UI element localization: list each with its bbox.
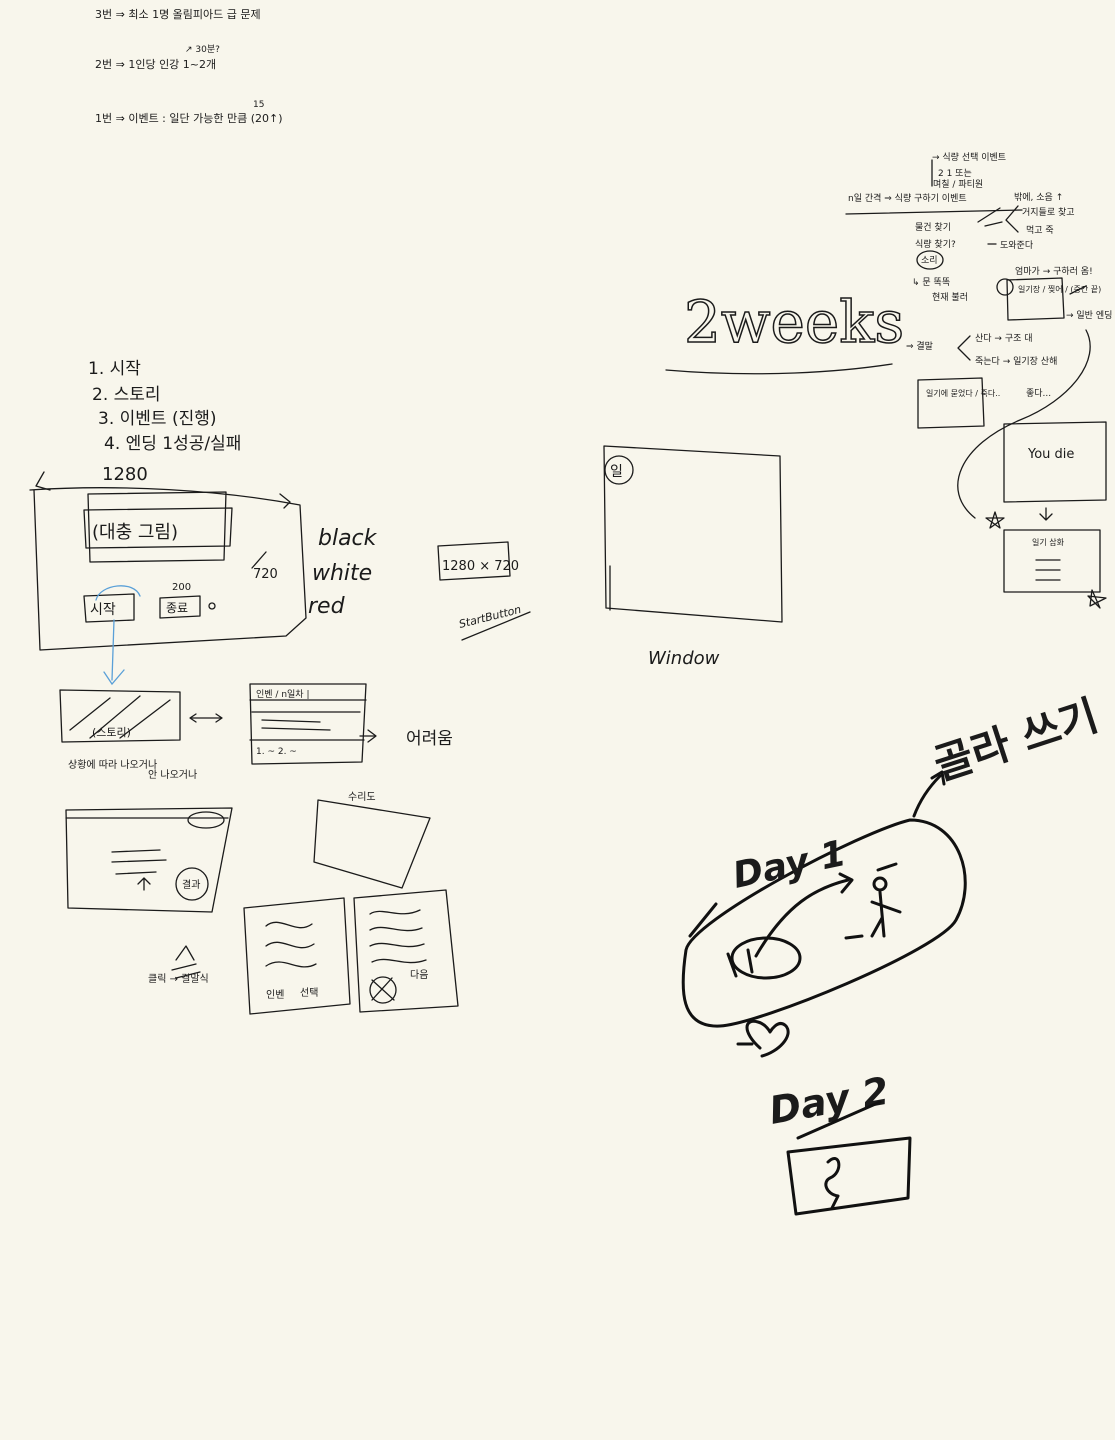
hard-note: 어려움 <box>406 729 453 749</box>
flow-r2: 2 1 또는 <box>938 168 972 179</box>
book-button-2: 선택 <box>300 987 318 999</box>
flow-b4: 도와준다 <box>1000 239 1034 251</box>
book-button-3: 다음 <box>410 969 428 981</box>
ui-tabs: 인벤 / n일차 | <box>256 688 309 700</box>
flow-c1: 엄마가 → 구하러 옴! <box>1015 265 1093 277</box>
flow-r4: n일 간격 ⇒ 식량 구하기 이벤트 <box>848 192 967 204</box>
start-button-label: 시작 <box>90 602 116 618</box>
top-notes: 3번 ⇒ 최소 1명 올림피아드 급 문제 ↗ 30분? 2번 ⇒ 1인당 인강… <box>95 8 283 125</box>
note-line-1: 3번 ⇒ 최소 1명 올림피아드 급 문제 <box>95 8 261 21</box>
end-note: 200 <box>172 582 191 593</box>
flow-b2: 거지들로 찾고 <box>1022 207 1075 218</box>
height-note: 720 <box>253 567 278 582</box>
flow-e1: 일기에 묻었다 / 죽다.. <box>926 388 1000 398</box>
result-note: 결과 <box>182 879 200 891</box>
flow-you-die: You die <box>1027 447 1074 462</box>
ui-numbers: 1. ~ 2. ~ <box>256 747 297 757</box>
window-label: Window <box>648 648 720 669</box>
two-weeks-label: 2weeks <box>684 288 904 356</box>
flow-r5: 물건 찾기 <box>915 222 951 233</box>
flow-r9: 현재 불러 <box>932 292 968 303</box>
width-note: 1280 <box>102 464 148 485</box>
flow-c3: → 일반 엔딩 <box>1066 310 1112 321</box>
outline-item-3: 3. 이벤트 (진행) <box>98 409 217 429</box>
nav-note: 클릭 → 결말식 <box>148 973 209 985</box>
day1-label: Day 1 <box>729 833 849 897</box>
outline-list: 1. 시작 2. 스토리 3. 이벤트 (진행) 4. 엔딩 1성공/실패 12… <box>88 359 241 485</box>
color-white: white <box>312 561 372 586</box>
outline-item-4: 4. 엔딩 1성공/실패 <box>104 434 241 454</box>
go-out-label: 골라 쓰기 <box>928 691 1104 790</box>
flow-gallery: 일기 삽화 <box>1032 538 1065 547</box>
story-label: (스토리) <box>92 726 131 739</box>
note-line-2: 2번 ⇒ 1인당 인강 1~2개 <box>95 58 216 71</box>
outline-item-1: 1. 시작 <box>88 359 141 379</box>
menu-note: 수리도 <box>348 791 376 803</box>
screen-title-label: (대충 그림) <box>92 522 178 543</box>
day-sketches: 결말 Day 1 골라 쓰기 Day 2 <box>681 691 1104 1216</box>
flow-r8: ↳ 문 똑똑 <box>912 277 950 288</box>
note-line-3-above: 15 <box>253 100 264 110</box>
flow-b3: 먹고 죽 <box>1026 225 1054 236</box>
timeline-label: 2weeks <box>665 287 905 375</box>
flow-r3: 며칠 / 파티원 <box>933 179 983 190</box>
story-caption-2: 안 나오거나 <box>148 769 197 781</box>
resolution-label: 1280 × 720 <box>442 559 519 574</box>
flow-e2: 좋다... <box>1026 388 1051 399</box>
color-black: black <box>318 526 378 551</box>
start-button-note: StartButton <box>458 603 523 631</box>
note-line-2-above: ↗ 30분? <box>185 44 220 55</box>
title-screen-sketch: (대충 그림) 720 시작 200 종료 black white red <box>29 471 378 686</box>
flow-d3: 죽는다 → 일기장 산해 <box>975 356 1057 367</box>
event-flow: → 식량 선택 이벤트 2 1 또는 며칠 / 파티원 n일 간격 ⇒ 식량 구… <box>845 151 1112 609</box>
outline-item-2: 2. 스토리 <box>92 385 161 405</box>
flow-d2: 산다 → 구조 대 <box>975 333 1033 344</box>
window-sketch: 일 Window <box>603 445 783 669</box>
flow-d1: ⇒ 결말 <box>906 340 933 352</box>
flow-r7: 소리 <box>921 255 938 266</box>
resolution-notes: 1280 × 720 StartButton <box>437 541 531 641</box>
window-badge: 일 <box>610 464 623 480</box>
flow-c2: 일기장 / 찢어 / (중간 끝) <box>1018 284 1101 294</box>
note-line-3: 1번 ⇒ 이벤트 : 일단 가능한 만큼 (20↑) <box>95 111 283 125</box>
book-button-1: 인벤 <box>266 989 284 1001</box>
flow-r1: → 식량 선택 이벤트 <box>932 151 1006 163</box>
story-sketches: (스토리) 상황에 따라 나오거나 안 나오거나 인벤 / n일차 | 1. ~… <box>59 683 459 1015</box>
color-red: red <box>308 594 346 619</box>
story-caption-1: 상황에 따라 나오거나 <box>68 759 157 771</box>
flow-b1: 밖에, 소음 ↑ <box>1014 192 1063 203</box>
flow-r6: 식량 찾기? <box>915 238 956 250</box>
end-button-label: 종료 <box>166 601 188 615</box>
